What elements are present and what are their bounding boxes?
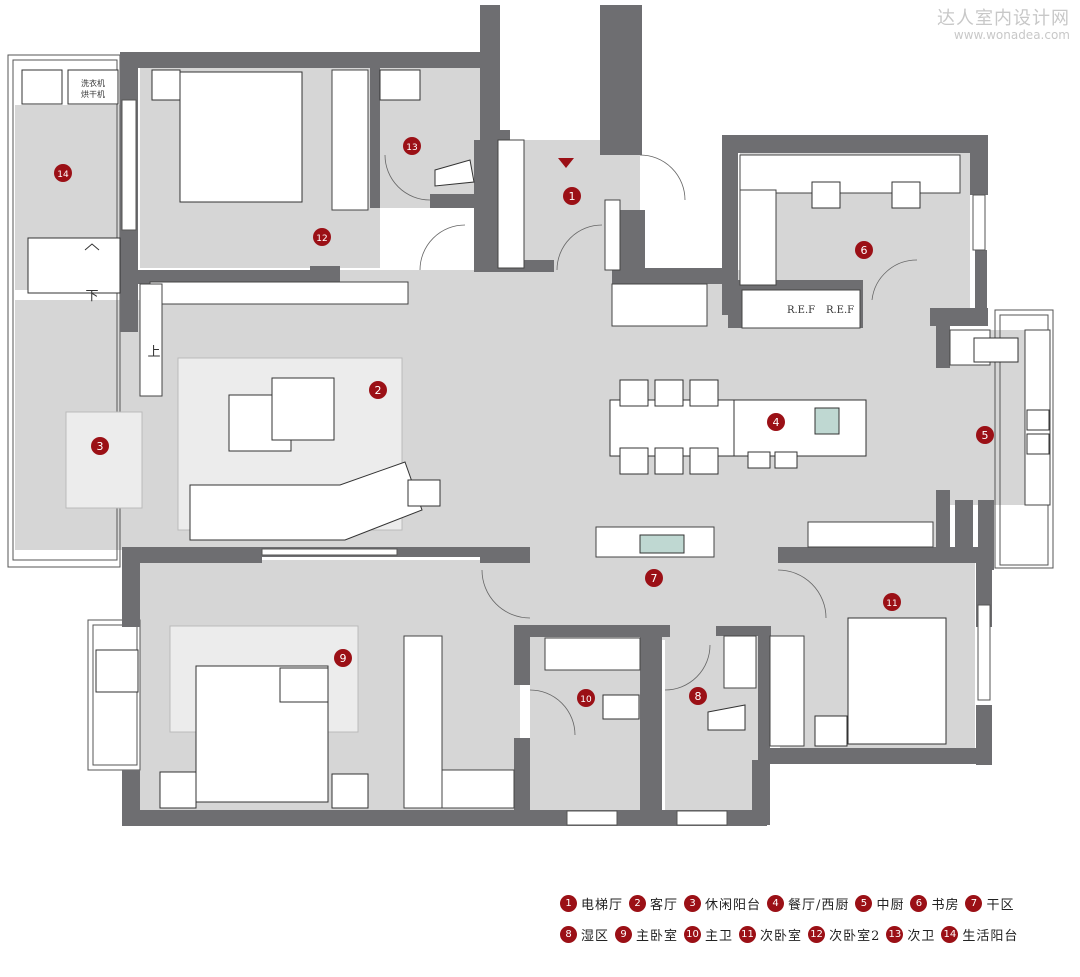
door-swings xyxy=(384,154,918,736)
room-marker-12: 12 xyxy=(313,228,331,246)
watermark-url: www.wonadea.com xyxy=(953,28,1070,42)
room-marker-9: 9 xyxy=(334,649,352,667)
room-marker-7: 7 xyxy=(645,569,663,587)
fridge-label-1: R.E.F xyxy=(787,305,815,316)
legend-label: 次卧室2 xyxy=(829,928,881,944)
legend-label: 客厅 xyxy=(650,897,679,913)
svg-text:6: 6 xyxy=(861,244,868,257)
island-sink xyxy=(814,407,840,435)
counter-sink xyxy=(639,534,685,554)
dryer-label: 烘干机 xyxy=(81,89,105,99)
balcony-rug xyxy=(65,411,143,509)
legend-badge: 4 xyxy=(767,894,785,912)
svg-text:3: 3 xyxy=(97,440,104,453)
fridge-label-2: R.E.F xyxy=(826,305,854,316)
legend-label: 电梯厅 xyxy=(581,897,624,913)
legend-badge: 5 xyxy=(855,894,873,912)
svg-text:8: 8 xyxy=(695,690,702,703)
svg-text:9: 9 xyxy=(340,652,347,665)
windows xyxy=(121,99,991,826)
legend-label: 次卧室 xyxy=(760,928,803,944)
legend-label: 中厨 xyxy=(876,897,905,913)
legend-label: 主卫 xyxy=(705,928,734,944)
svg-text:11: 11 xyxy=(886,599,897,609)
legend-label: 主卧室 xyxy=(636,928,679,944)
legend-label: 餐厅/西厨 xyxy=(788,897,850,913)
legend-label: 干区 xyxy=(986,897,1015,913)
chairs xyxy=(619,181,921,475)
watermark-brand: 达人室内设计网 xyxy=(937,8,1070,29)
svg-text:14: 14 xyxy=(57,170,69,180)
legend-badge: 8 xyxy=(560,925,577,943)
beds xyxy=(151,69,947,809)
svg-text:12: 12 xyxy=(316,234,327,244)
svg-text:1: 1 xyxy=(569,190,576,203)
legend-label: 湿区 xyxy=(581,928,610,944)
svg-text:7: 7 xyxy=(651,572,658,585)
room-marker-11: 11 xyxy=(883,593,901,611)
legend-badge: 1 xyxy=(560,894,577,912)
stair-arrow xyxy=(84,243,100,251)
legend-badge: 12 xyxy=(808,925,826,943)
legend-badge: 9 xyxy=(615,925,633,943)
legend-label: 书房 xyxy=(931,897,960,913)
walls xyxy=(120,5,994,826)
stair-up-label: 上 xyxy=(147,345,160,360)
room-marker-1: 1 xyxy=(563,187,581,205)
balcony-fixtures xyxy=(27,237,139,693)
bath-fixtures xyxy=(21,69,1050,731)
kitchen-island xyxy=(733,399,867,457)
washer-label: 洗衣机 xyxy=(81,78,105,88)
svg-text:13: 13 xyxy=(406,143,417,153)
living-furniture xyxy=(189,377,441,541)
dining-table xyxy=(609,399,735,457)
svg-text:2: 2 xyxy=(375,384,382,397)
legend-badge: 2 xyxy=(629,894,647,912)
room-marker-14: 14 xyxy=(54,164,72,182)
legend-badge: 11 xyxy=(739,925,757,943)
legend-badge: 7 xyxy=(965,894,983,912)
legend-badge: 14 xyxy=(941,925,959,943)
legend-label: 休闲阳台 xyxy=(705,897,762,913)
room-marker-8: 8 xyxy=(689,687,707,705)
room-marker-6: 6 xyxy=(855,241,873,259)
svg-text:10: 10 xyxy=(580,695,592,705)
room-marker-4: 4 xyxy=(767,413,785,431)
room-marker-5: 5 xyxy=(976,426,994,444)
legend-label: 次卫 xyxy=(907,928,936,944)
room-marker-3: 3 xyxy=(91,437,109,455)
legend-badge: 13 xyxy=(886,925,904,943)
legend-label: 生活阳台 xyxy=(962,928,1019,944)
svg-text:5: 5 xyxy=(982,429,989,442)
room-marker-2: 2 xyxy=(369,381,387,399)
stair-down-label: 下 xyxy=(85,289,98,304)
legend-badge: 6 xyxy=(910,894,928,912)
watermark: 达人室内设计网 www.wonadea.com xyxy=(937,4,1070,42)
room-marker-13: 13 xyxy=(403,137,421,155)
legend-badge: 10 xyxy=(684,925,702,943)
entrance-arrow xyxy=(558,158,574,168)
legend-badge: 3 xyxy=(684,894,702,912)
svg-text:4: 4 xyxy=(773,416,780,429)
room-marker-10: 10 xyxy=(577,689,595,707)
